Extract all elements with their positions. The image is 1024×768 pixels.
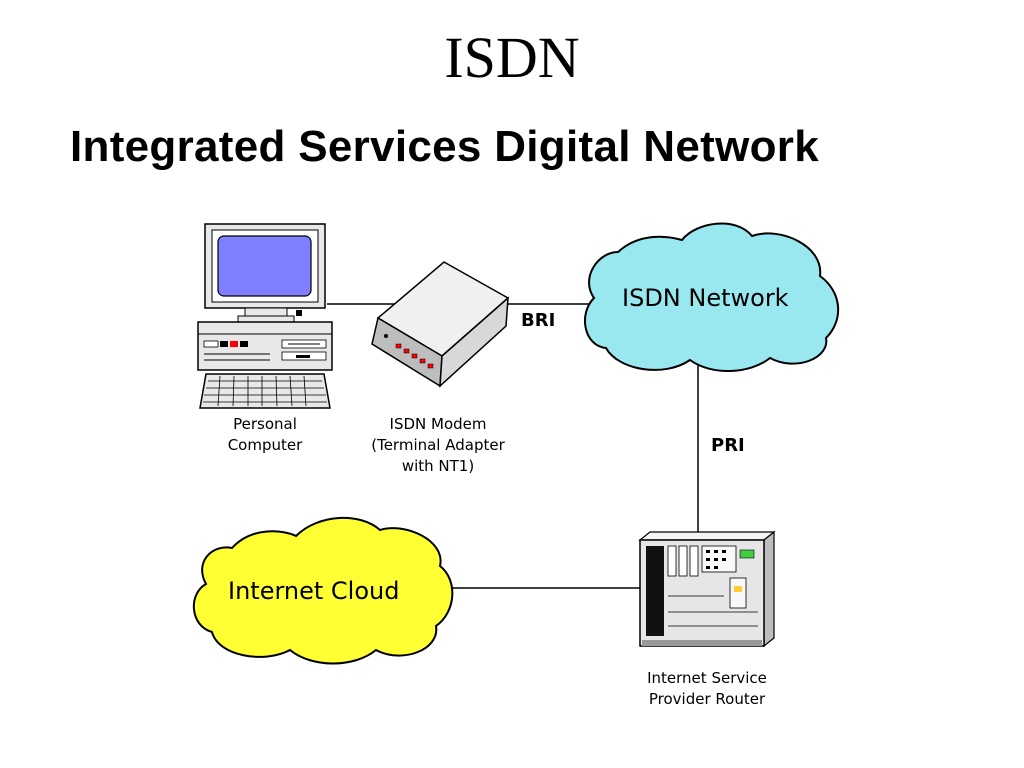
server-router-icon [638,530,776,648]
modem-label: ISDN Modem (Terminal Adapter with NT1) [371,415,505,475]
computer-icon [197,223,333,409]
isdn-network-label: ISDN Network [622,284,789,312]
router-label: Internet Service Provider Router [647,669,767,708]
isdn-network-cloud [584,222,840,372]
modem-icon [371,261,510,388]
page-title: ISDN [444,25,580,90]
page-subtitle: Integrated Services Digital Network [70,122,819,171]
pri-link-label: PRI [711,435,745,456]
pc-label: Personal Computer [227,415,303,454]
internet-cloud [192,516,454,665]
internet-cloud-label: Internet Cloud [228,577,400,605]
bri-link-label: BRI [521,310,556,331]
